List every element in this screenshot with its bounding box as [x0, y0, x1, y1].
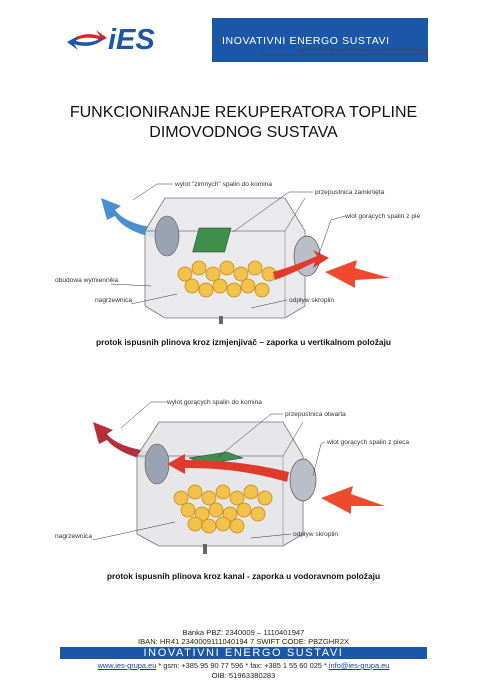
- diagram-damper-open: wylot gorących spalin do komina przepust…: [55, 399, 409, 554]
- header-banner: iES INOVATIVNI ENERGO SUSTAVI: [62, 18, 428, 62]
- inlet-arrow-icon: [321, 486, 385, 514]
- footer-band: INOVATIVNI ENERGO SUSTAVI: [60, 647, 427, 659]
- label-inlet: wlot gorących spalin z pieca: [326, 439, 409, 446]
- inlet-arrow-icon: [325, 260, 390, 288]
- footer-oib: OIB: 51963380283: [211, 671, 276, 680]
- page-title-line2: DIMOVODNOG SUSTAVA: [149, 124, 338, 141]
- label-damper: przepustnica zamknięta: [315, 189, 385, 196]
- company-name: INOVATIVNI ENERGO SUSTAVI: [222, 35, 390, 47]
- label-drain: odpływ skroplin: [293, 531, 338, 538]
- caption-damper-open: protok ispusnih plinova kroz kanal - zap…: [106, 571, 381, 581]
- footer-contact: www.ies-grupa.eu * gsm: +385 95 90 77 59…: [60, 661, 427, 670]
- diagram-damper-closed: wylot "zimnych" spalin do komina przepus…: [55, 181, 420, 324]
- label-drain: odpływ skroplin: [289, 297, 334, 304]
- header-subtitle-line1: D.O.O. ZA ENERGETIKU, PROJEKTIRANJE, IZG…: [299, 48, 428, 52]
- caption-damper-closed: protok ispusnih plinova kroz izmjenjivač…: [95, 337, 392, 347]
- label-housing: obudowa wymiennika: [55, 277, 118, 284]
- footer-phones: * gsm: +385 95 90 77 596 * fax: +385 1 5…: [156, 661, 329, 670]
- logo-area: iES: [62, 18, 212, 62]
- label-exhaust-outlet: wylot gorących spalin do komina: [166, 399, 262, 406]
- label-damper: przepustnica otwarta: [285, 411, 346, 418]
- header-subtitle-line2: POSTROJENJA I PROIZVODNJU ELEKTRIČNE ENE…: [259, 53, 428, 57]
- page-title: FUNKCIONIRANJE REKUPERATORA TOPLINE DIMO…: [0, 103, 487, 143]
- exhaust-arrow-icon: [101, 198, 159, 238]
- website-link[interactable]: www.ies-grupa.eu: [97, 661, 157, 670]
- label-heater: nagrzewnica: [95, 297, 132, 304]
- page-title-line1: FUNKCIONIRANJE REKUPERATORA TOPLINE: [69, 104, 418, 121]
- logo-text: iES: [108, 24, 155, 56]
- header-blue-band: [212, 18, 428, 62]
- label-inlet: wlot gorących spalin z pie: [344, 213, 420, 220]
- footer-iban: IBAN: HR41 2340009111040194 7 SWIFT CODE…: [137, 637, 350, 646]
- heater-tubes: [173, 484, 273, 534]
- header-subtitle: D.O.O. ZA ENERGETIKU, PROJEKTIRANJE, IZG…: [180, 48, 428, 58]
- label-heater: nagrzewnica: [55, 533, 92, 540]
- footer-bank: Banka PBZ: 2340009 – 1110401947: [182, 628, 305, 637]
- logo-swoosh-icon: [67, 30, 107, 50]
- damper-plate: [192, 227, 232, 253]
- email-link[interactable]: info@ies-grupa.eu: [328, 661, 390, 670]
- label-exhaust-outlet: wylot "zimnych" spalin do komina: [174, 181, 272, 188]
